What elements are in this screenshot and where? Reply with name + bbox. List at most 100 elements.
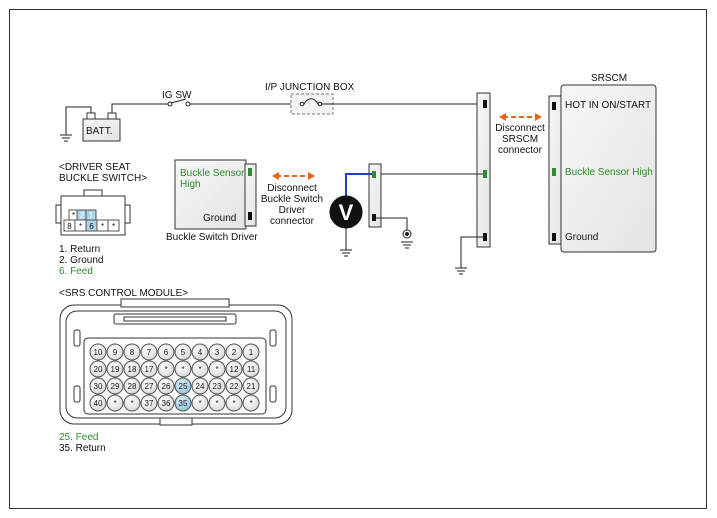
srs-pin-label: 24 [196, 382, 205, 391]
srs-pin [208, 394, 226, 412]
srs-pin [106, 394, 124, 412]
seat-cell: 2 [80, 211, 85, 220]
srs-pin [191, 360, 209, 378]
srs-pin [225, 360, 243, 378]
srs-pin-label: 9 [113, 348, 118, 357]
srs-pin-label: 30 [94, 382, 103, 391]
srs-pin [157, 360, 175, 378]
srs-pin [174, 343, 192, 361]
srscm-title: SRSCM [591, 73, 628, 84]
probe-wire [345, 173, 372, 196]
central-pin-buckle [483, 170, 487, 178]
srs-pin-label: 35 [179, 399, 188, 408]
srs-pin-label: 20 [94, 365, 103, 374]
srs-pin-label: 26 [162, 382, 171, 391]
srs-pin [208, 377, 226, 395]
ig-switch-label: IG SW [162, 90, 192, 101]
fuse-icon [299, 98, 323, 107]
srs-pin [123, 360, 141, 378]
srs-pin-label: 36 [162, 399, 171, 408]
srs-pin-label: * [181, 365, 184, 374]
seat-cell: 1 [89, 211, 94, 220]
battery-positive-wire [111, 103, 168, 113]
battery-ground-icon [60, 134, 72, 142]
srs-pin [89, 394, 107, 412]
srs-pin [106, 360, 124, 378]
driver-seat-pin-list: 1. Return 2. Ground 6. Feed [59, 244, 103, 277]
srs-pin [208, 360, 226, 378]
srscm-box [560, 84, 657, 253]
buckle-switch-driver-box [174, 159, 247, 230]
measurement-connector [368, 163, 382, 228]
pin-6-label: 6. Feed [59, 266, 93, 277]
srs-pin-label: 2 [232, 348, 237, 357]
srs-pin-label: 12 [230, 365, 239, 374]
srs-pin [225, 343, 243, 361]
battery [82, 112, 121, 142]
central-ground-icon [455, 267, 467, 275]
pin-1-label: 1. Return [59, 244, 101, 255]
srs-pin-label: * [164, 365, 167, 374]
seat-cell: * [101, 222, 104, 231]
srs-pin [242, 377, 260, 395]
voltmeter-label: V [339, 200, 354, 225]
srs-pin-label: 27 [145, 382, 154, 391]
srs-pin [140, 343, 158, 361]
srs-pin [191, 343, 209, 361]
srs-pin-label: * [215, 399, 218, 408]
srs-pin-label: 17 [145, 365, 154, 374]
srs-pin-label: 1 [249, 348, 254, 357]
disconnect-srscm-label: Disconnect SRSCM connector [495, 123, 545, 156]
srs-pin-label: 23 [213, 382, 222, 391]
srs-pin-label: 3 [215, 348, 220, 357]
srscm-connector [548, 95, 563, 245]
srs-pin [242, 343, 260, 361]
srs-pin-label: 10 [94, 348, 103, 357]
srs-pin-label: * [113, 399, 116, 408]
srs-pin [140, 360, 158, 378]
srs-pin-label: 25 [179, 382, 188, 391]
buckle-switch-driver-title: Buckle Switch Driver [166, 232, 258, 243]
srs-pin [242, 394, 260, 412]
srs-pin-label: * [249, 399, 252, 408]
battery-label: BATT. [86, 126, 113, 137]
srs-pin-label: * [198, 399, 201, 408]
seat-cell: * [79, 222, 82, 231]
srs-pin [242, 360, 260, 378]
central-pin-hot [483, 100, 487, 108]
srs-pin-label: 40 [94, 399, 103, 408]
srs-pin [174, 377, 192, 395]
driver-seat-cells: * 2 1 8 * 6 * * [67, 211, 115, 231]
seat-cell: * [112, 222, 115, 231]
srs-pin-label: * [130, 399, 133, 408]
buckle-driver-ground-label: Ground [203, 213, 237, 224]
chassis-ground-icon [401, 229, 413, 249]
srs-pin-label: * [232, 399, 235, 408]
disconnect-buckle-label: Disconnect Buckle Switch Driver connecto… [260, 183, 324, 227]
disconnect-buckle-arrow-icon [272, 172, 315, 180]
srs-pin [140, 394, 158, 412]
seat-cell: 8 [67, 222, 72, 231]
srs-pin [208, 343, 226, 361]
srs-pin [157, 377, 175, 395]
srs-pin-label: 8 [130, 348, 135, 357]
driver-seat-title: <DRIVER SEAT BUCKLE SWITCH> [59, 162, 148, 184]
srs-pin-label: 19 [111, 365, 120, 374]
srs-pin-label: 18 [128, 365, 137, 374]
central-ground-wire [460, 236, 483, 268]
srs-pin [174, 360, 192, 378]
battery-ground-wire [65, 106, 92, 135]
voltmeter-ground-icon [340, 249, 352, 257]
srs-pin [157, 394, 175, 412]
pin-25-label: 25. Feed [59, 432, 99, 443]
srs-pin-label: 4 [198, 348, 203, 357]
srs-pin-label: 11 [247, 365, 256, 374]
ip-junction-box-label: I/P JUNCTION BOX [265, 82, 355, 93]
pin-2-label: 2. Ground [59, 255, 104, 266]
ig-switch-icon [167, 98, 191, 107]
srs-pin [123, 343, 141, 361]
pin-35-label: 35. Return [59, 443, 106, 454]
srs-pin [225, 394, 243, 412]
